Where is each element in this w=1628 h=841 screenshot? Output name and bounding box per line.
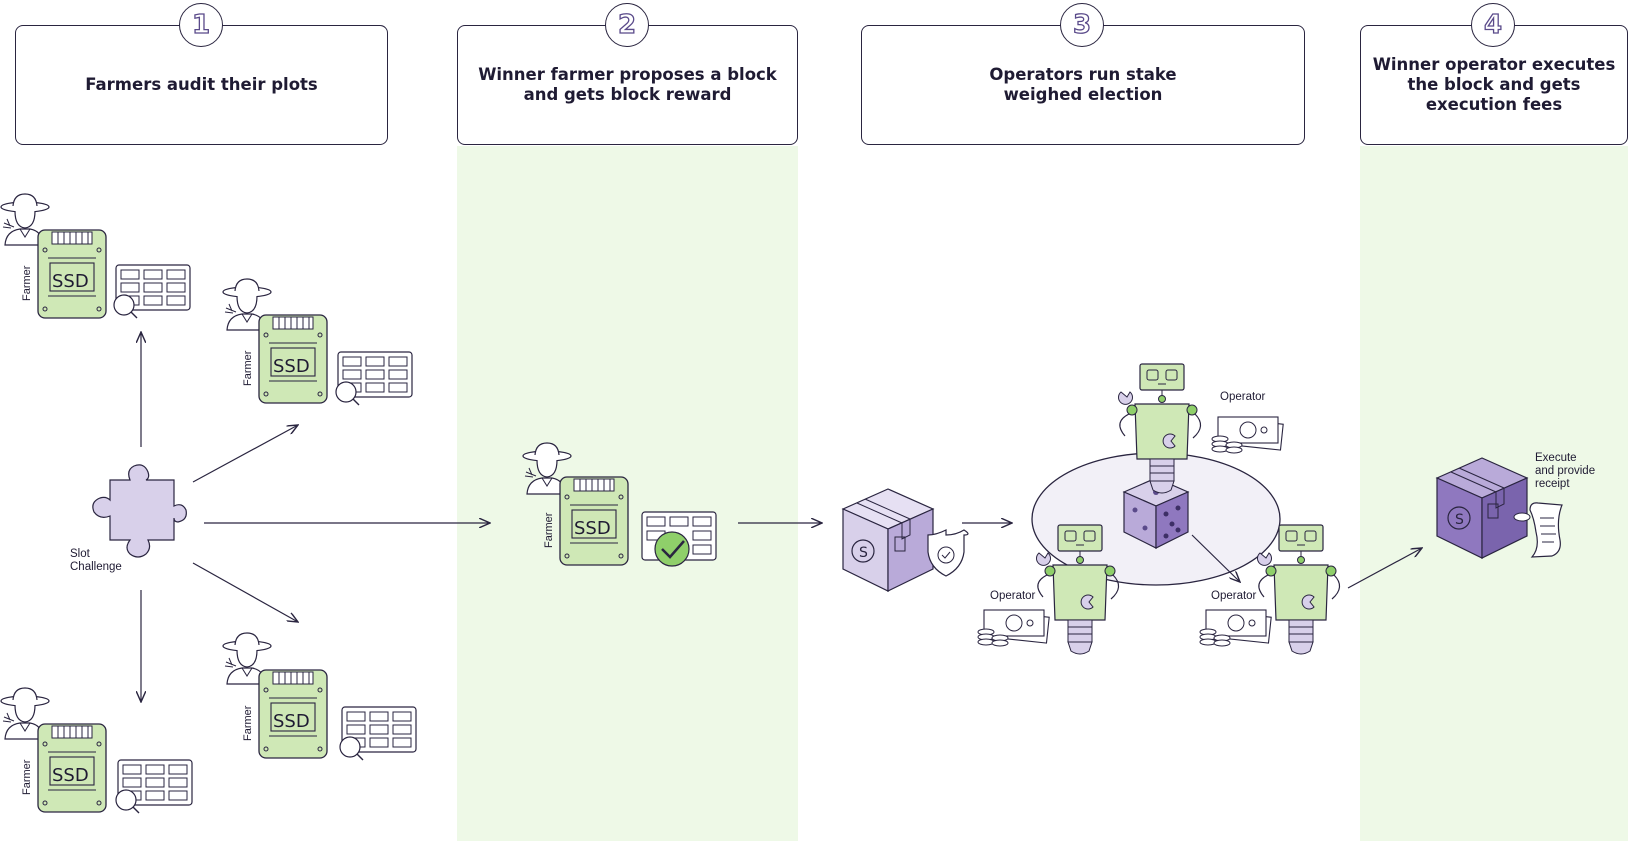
plot-grid-icon: [339, 706, 417, 761]
ssd-label: SSD: [574, 518, 611, 539]
block-box-icon: S: [841, 488, 935, 592]
step-number-4: 4: [1471, 3, 1515, 47]
receipt-scroll-icon: [1513, 502, 1563, 558]
operator-label: Operator: [1220, 391, 1266, 403]
executed-box-icon: S: [1435, 457, 1529, 559]
execute-receipt-label: Execute and provide receipt: [1535, 452, 1596, 490]
ssd-label: SSD: [52, 271, 89, 292]
cash-icon: [1199, 609, 1272, 647]
step-number-1: 1: [179, 3, 223, 47]
farmer-label: Farmer: [543, 512, 555, 548]
plot-grid-icon: [115, 759, 193, 814]
step-number-2: 2: [605, 3, 649, 47]
step-card-3: Operators run stake weighed election: [861, 25, 1305, 145]
operator-label: Operator: [990, 590, 1036, 602]
farmer-label: Farmer: [242, 705, 254, 741]
shield-icon: [927, 529, 969, 577]
step-title-2: Winner farmer proposes a block and gets …: [478, 65, 777, 104]
ssd-label: SSD: [273, 711, 310, 732]
svg-text:S: S: [859, 545, 868, 561]
cash-icon: [977, 609, 1050, 647]
step-card-1: Farmers audit their plots: [15, 25, 388, 145]
cash-icon: [1211, 416, 1284, 454]
step-title-1: Farmers audit their plots: [85, 75, 318, 94]
farmer-label: Farmer: [242, 350, 254, 386]
farmer-label: Farmer: [21, 759, 33, 795]
step-card-4: Winner operator executes the block and g…: [1360, 25, 1628, 145]
farmer-label: Farmer: [21, 265, 33, 301]
operator-label: Operator: [1211, 590, 1257, 602]
dice-icon: [1122, 477, 1190, 549]
ssd-label: SSD: [273, 356, 310, 377]
slot-challenge-label: Slot Challenge: [70, 548, 122, 573]
plot-grid-icon: [113, 264, 191, 319]
verified-grid-icon: [641, 511, 717, 567]
puzzle-piece-icon: [92, 464, 187, 558]
step-number-3: 3: [1060, 3, 1104, 47]
step-title-3: Operators run stake weighed election: [989, 65, 1177, 104]
plot-grid-icon: [335, 351, 413, 406]
step-title-4: Winner operator executes the block and g…: [1372, 55, 1616, 114]
ssd-label: SSD: [52, 765, 89, 786]
svg-text:S: S: [1455, 512, 1464, 528]
